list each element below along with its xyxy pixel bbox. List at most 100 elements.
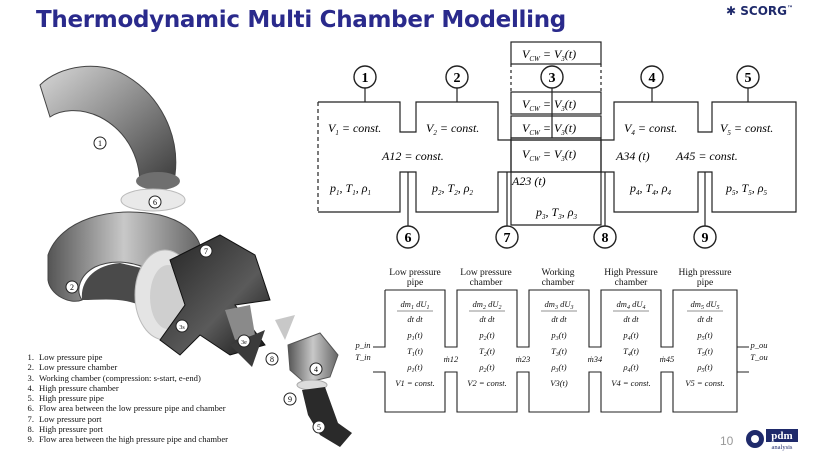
- bottom-flow-numbers: 6 7 8 9: [396, 225, 717, 249]
- model-label-9: 9: [288, 395, 292, 404]
- chamber-number-4: 4: [649, 71, 656, 86]
- pressure: p5(t): [696, 330, 712, 342]
- legend-item: 3.Working chamber (compression: s-start,…: [27, 372, 201, 383]
- page-number: 10: [720, 434, 734, 448]
- pdm-analysis-logo: pdm analysis: [745, 427, 800, 451]
- volume-5: V5 = const.: [720, 121, 773, 137]
- high-pressure-port-shape: [275, 315, 295, 340]
- compression-end-shape: [230, 330, 265, 367]
- flow-number-8: 8: [602, 231, 609, 246]
- state-4: p4, T4, ρ4: [629, 181, 671, 197]
- mass-flow-45: ṁ45: [660, 354, 675, 364]
- derivative-denominator: dt dt: [623, 314, 639, 324]
- legend-item: 5.High pressure pipe: [27, 393, 104, 404]
- density: ρ4(t): [622, 362, 638, 374]
- temperature: T3(t): [551, 346, 567, 358]
- pressure: p2(t): [478, 330, 494, 342]
- outlet-temperature: T_ou: [750, 352, 767, 362]
- star-icon: ✱: [726, 4, 737, 18]
- chamber-number-5: 5: [745, 71, 752, 86]
- area-23: A23 (t): [511, 174, 546, 188]
- mass-derivative: dm2 dU2: [473, 299, 502, 311]
- flow-number-7: 7: [504, 231, 511, 246]
- density: ρ2(t): [478, 362, 494, 374]
- legend-item: 2.Low pressure chamber: [27, 362, 118, 373]
- chamber-schematic: 1 2 3 4 5 6 7 8 9 VCW = V3(t) VCW = V3(t…: [317, 41, 797, 249]
- mass-derivative: dm3 dU3: [545, 299, 574, 311]
- state-5: p5, T5, ρ5: [725, 181, 767, 197]
- legend-item: 1.Low pressure pipe: [27, 352, 103, 362]
- pdm-logo-top: pdm: [771, 430, 792, 442]
- legend-item: 9.Flow area between the high pressure pi…: [27, 434, 228, 445]
- temperature: T1(t): [407, 346, 423, 358]
- component-legend: 1.Low pressure pipe 2.Low pressure chamb…: [16, 352, 228, 445]
- volume-2: V2 = const.: [426, 121, 479, 137]
- density: ρ1(t): [406, 362, 422, 374]
- volume: V3(t): [550, 378, 568, 388]
- derivative-denominator: dt dt: [551, 314, 567, 324]
- outlet-pressure: p_ou: [750, 340, 768, 350]
- model-label-4: 4: [314, 365, 318, 374]
- vcw-formula: VCW = V3(t): [522, 147, 576, 163]
- chamber-number-1: 1: [362, 71, 369, 86]
- page-title: Thermodynamic Multi Chamber Modelling: [36, 7, 566, 33]
- area-45: A45 = const.: [675, 149, 738, 163]
- model-label-8: 8: [270, 355, 274, 364]
- volume-4: V4 = const.: [624, 121, 677, 137]
- flow-number-6: 6: [405, 231, 412, 246]
- model-label-5: 5: [317, 423, 321, 432]
- model-label-1: 1: [98, 139, 102, 148]
- area-12: A12 = const.: [381, 149, 444, 163]
- density: ρ3(t): [550, 362, 566, 374]
- mass-derivative: dm5 dU5: [691, 299, 720, 311]
- volume: V5 = const.: [685, 378, 725, 388]
- density: ρ5(t): [696, 362, 712, 374]
- model-label-2: 2: [70, 283, 74, 292]
- vcw-formula: VCW = V3(t): [522, 47, 576, 63]
- top-chamber-numbers: 1 2 3 4 5: [353, 65, 760, 89]
- volume: V1 = const.: [395, 378, 435, 388]
- state-3: p3, T3, ρ3: [535, 205, 577, 221]
- derivative-denominator: dt dt: [479, 314, 495, 324]
- pressure: p3(t): [550, 330, 566, 342]
- low-pressure-chamber-shape: [47, 211, 201, 302]
- mass-derivative: dm4 dU4: [617, 299, 646, 311]
- pdm-logo-bottom: analysis: [772, 444, 793, 451]
- vcw-formula: VCW = V3(t): [522, 121, 576, 137]
- pressure: p4(t): [622, 330, 638, 342]
- state-1: p1, T1, ρ1: [329, 181, 371, 197]
- derivative-denominator: dt dt: [697, 314, 713, 324]
- flow-number-9: 9: [702, 231, 709, 246]
- legend-item: 4.High pressure chamber: [27, 382, 119, 393]
- mass-flow-12: ṁ12: [444, 354, 459, 364]
- high-pressure-pipe-shape: [302, 387, 352, 447]
- vcw-formula: VCW = V3(t): [522, 97, 576, 113]
- scorg-logo: ✱ SCORG™: [726, 4, 793, 18]
- temperature: T5(t): [697, 346, 713, 358]
- high-pressure-chamber-shape: [287, 332, 339, 384]
- model-label-3e: 3e: [241, 340, 247, 346]
- temperature: T4(t): [623, 346, 639, 358]
- inlet-pressure: p_in: [355, 340, 371, 350]
- volume-1: V1 = const.: [328, 121, 381, 137]
- mass-derivative: dm1 dU1: [401, 299, 430, 311]
- low-pressure-pipe-shape: [39, 65, 177, 186]
- derivative-denominator: dt dt: [407, 314, 423, 324]
- pressure: p1(t): [406, 330, 422, 342]
- volume: V2 = const.: [467, 378, 507, 388]
- screw-compressor-3d-model: 1 2 6 7 3s 3e 8 4 9 5: [39, 65, 352, 447]
- mass-flow-34: ṁ34: [588, 354, 603, 364]
- chamber-number-3: 3: [549, 71, 556, 86]
- model-label-6: 6: [153, 198, 157, 207]
- inlet-temperature: T_in: [355, 352, 371, 362]
- area-34: A34 (t): [615, 149, 650, 163]
- brand-name: SCORG: [740, 4, 787, 18]
- model-number-markers: 1 2 6 7 3s 3e 8 4 9 5: [65, 136, 326, 434]
- legend-item: 8.High pressure port: [27, 424, 103, 435]
